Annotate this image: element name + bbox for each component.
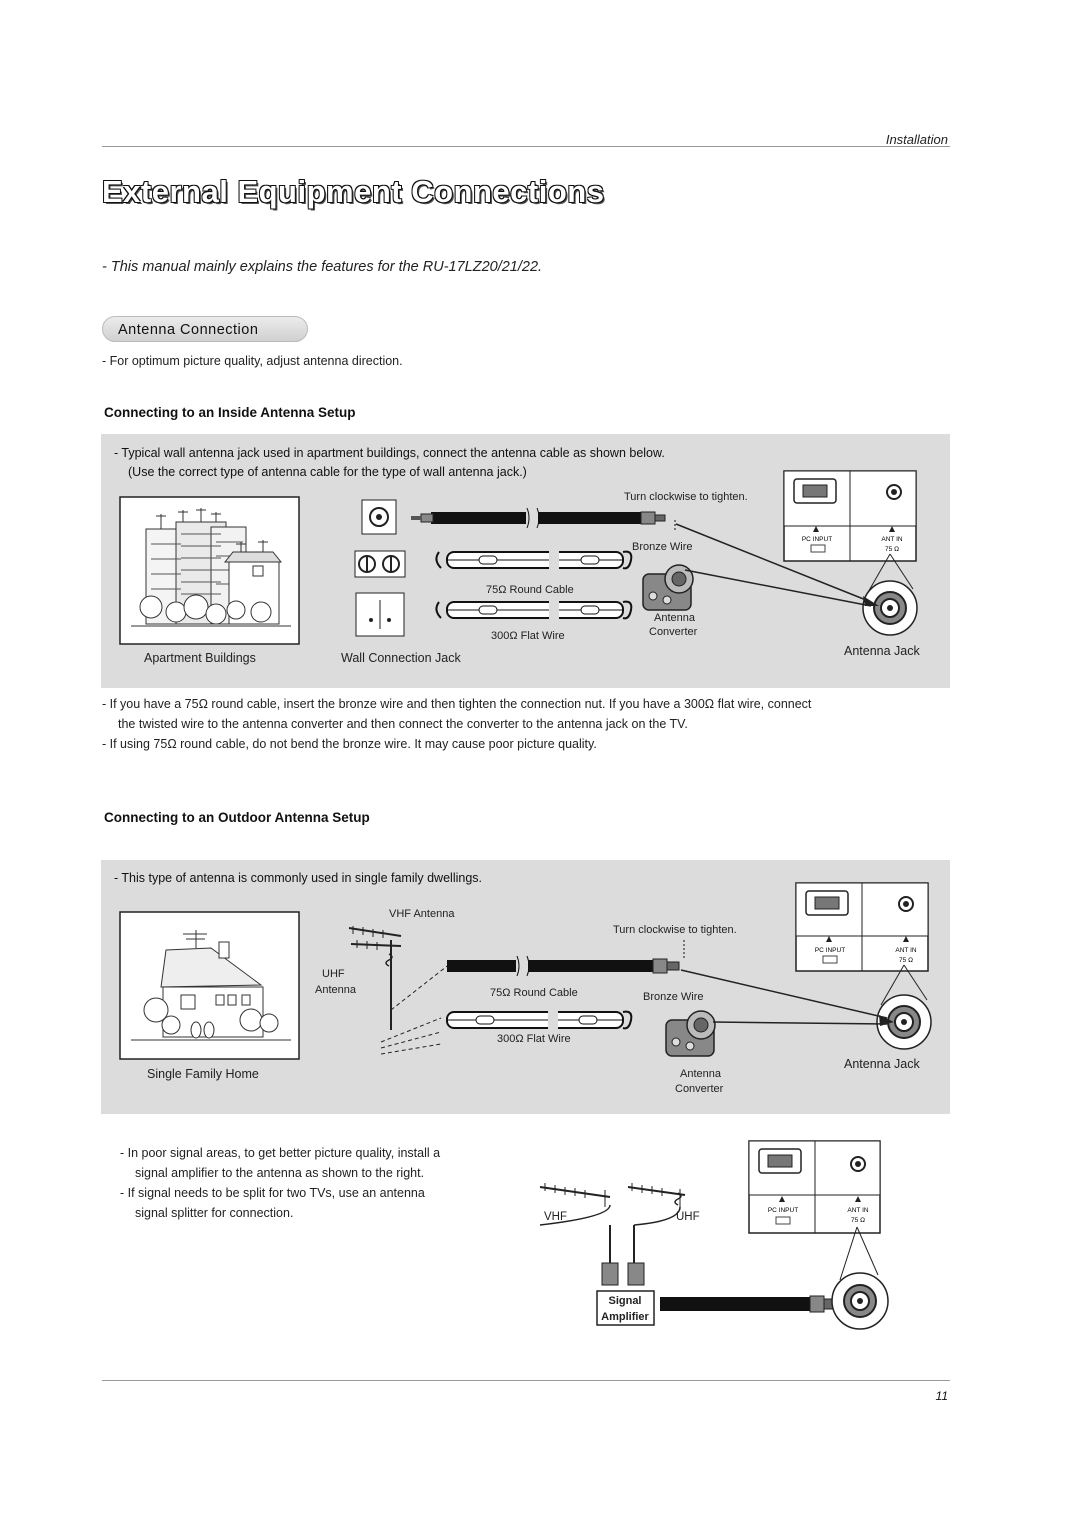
antenna-jack-label-outdoor: Antenna Jack [844, 1057, 920, 1071]
ohm-label: 75 Ω [885, 546, 899, 553]
wall-jack-twin-lead-icon [355, 592, 405, 637]
antenna-converter-icon-outdoor [665, 1010, 716, 1057]
pc-input-label-outdoor: PC INPUT [815, 947, 845, 954]
ant-in-label: ANT IN [881, 536, 902, 543]
pc-input-label-amp: PC INPUT [768, 1207, 798, 1214]
antenna-jack-callout-outdoor [876, 964, 932, 1050]
bronze-wire-label: Bronze Wire [632, 541, 693, 553]
outdoor-antenna-icon [348, 926, 452, 1055]
uhf-label-amp: UHF [676, 1211, 700, 1223]
ant-in-label-outdoor: ANT IN [895, 947, 916, 954]
amplifier-bullet-1: - In poor signal areas, to get better pi… [120, 1146, 441, 1160]
outdoor-intro: - This type of antenna is commonly used … [114, 871, 482, 885]
inside-antenna-diagram: PC INPUT ANT IN 75 Ω [119, 470, 918, 645]
pc-input-label: PC INPUT [802, 536, 832, 543]
signal-amplifier-icon [596, 1262, 655, 1326]
amplifier-diagram: PC INPUT ANT IN 75 Ω VHF UHF Signal Ampl… [539, 1140, 889, 1330]
inside-note-1: - If you have a 75Ω round cable, insert … [102, 697, 812, 711]
tv-back-panel-inside [783, 470, 917, 562]
connection-arrows [675, 523, 879, 607]
uhf-label: UHF [322, 968, 345, 980]
turn-clockwise-label-outdoor: Turn clockwise to tighten. [613, 924, 737, 936]
flat-wire-label-outdoor: 300Ω Flat Wire [497, 1033, 571, 1045]
wall-jack-flat-icon [354, 550, 406, 578]
inside-intro-1: - Typical wall antenna jack used in apar… [114, 446, 665, 460]
inside-antenna-heading: Connecting to an Inside Antenna Setup [104, 405, 356, 420]
tv-back-panel-amplifier [748, 1140, 881, 1234]
page-subtitle: - This manual mainly explains the featur… [102, 259, 543, 275]
round-cable-label-outdoor: 75Ω Round Cable [490, 987, 578, 999]
antenna-direction-note: - For optimum picture quality, adjust an… [102, 354, 403, 368]
uhf-antenna-icon [627, 1183, 686, 1263]
flat-wire-label: 300Ω Flat Wire [491, 630, 565, 642]
outdoor-antenna-diagram: PC INPUT ANT IN 75 Ω [119, 882, 932, 1060]
wall-connection-jack-label: Wall Connection Jack [341, 651, 461, 665]
inside-intro-2: (Use the correct type of antenna cable f… [128, 465, 527, 479]
inside-note-2: the twisted wire to the antenna converte… [118, 717, 688, 731]
page-title: External Equipment Connections [102, 174, 605, 209]
antenna-converter-label-1: Antenna [654, 612, 695, 624]
antenna-converter-icon [642, 564, 694, 611]
signal-label: Signal [608, 1295, 641, 1307]
flat-wire-outdoor [446, 1008, 633, 1032]
uhf-antenna-label: Antenna [315, 984, 356, 996]
round-cable-outdoor [447, 955, 680, 977]
footer-rule [102, 1380, 950, 1381]
amplifier-label: Amplifier [601, 1311, 649, 1323]
tv-back-panel-outdoor [795, 882, 929, 972]
antenna-converter-label-outdoor-2: Converter [675, 1083, 724, 1095]
vhf-antenna-label: VHF Antenna [389, 908, 455, 920]
ant-in-label-amp: ANT IN [847, 1207, 868, 1214]
antenna-connection-tag: Antenna Connection [102, 316, 308, 342]
round-cable-inside [411, 507, 666, 529]
inside-antenna-panel: - Typical wall antenna jack used in apar… [101, 434, 950, 688]
round-cable-label: 75Ω Round Cable [486, 584, 574, 596]
bronze-wire-label-outdoor: Bronze Wire [643, 991, 704, 1003]
apartment-buildings-label: Apartment Buildings [144, 651, 256, 665]
amplifier-bullet-2: - If signal needs to be split for two TV… [120, 1186, 425, 1200]
ohm-label-outdoor: 75 Ω [899, 957, 913, 964]
vhf-label: VHF [544, 1211, 567, 1223]
connection-arrows-outdoor [680, 969, 894, 1026]
antenna-converter-label-2: Converter [649, 626, 698, 638]
amplifier-bullet-2b: signal splitter for connection. [135, 1206, 294, 1220]
outdoor-antenna-heading: Connecting to an Outdoor Antenna Setup [104, 810, 370, 825]
flat-wire-2 [435, 598, 633, 622]
amplifier-output-cable [660, 1295, 835, 1313]
single-family-home-label: Single Family Home [147, 1067, 259, 1081]
header-rule [102, 146, 950, 147]
section-label: Installation [885, 132, 948, 147]
antenna-jack-label: Antenna Jack [844, 644, 920, 658]
antenna-jack-callout [862, 553, 918, 636]
flat-wire-1 [435, 548, 633, 572]
antenna-converter-label-outdoor-1: Antenna [680, 1068, 721, 1080]
ohm-label-amp: 75 Ω [851, 1217, 865, 1224]
wall-jack-coax-icon [361, 499, 397, 535]
vhf-antenna-icon [539, 1183, 611, 1263]
inside-note-3: - If using 75Ω round cable, do not bend … [102, 737, 597, 751]
amplifier-bullet-1b: signal amplifier to the antenna as shown… [135, 1166, 425, 1180]
apartment-building-illustration [131, 508, 291, 627]
turn-clockwise-label: Turn clockwise to tighten. [624, 491, 748, 503]
single-family-home-illustration [131, 930, 291, 1041]
outdoor-antenna-panel: - This type of antenna is commonly used … [101, 860, 950, 1114]
page-number: 11 [935, 1389, 948, 1403]
antenna-jack-callout-amp [831, 1226, 889, 1330]
